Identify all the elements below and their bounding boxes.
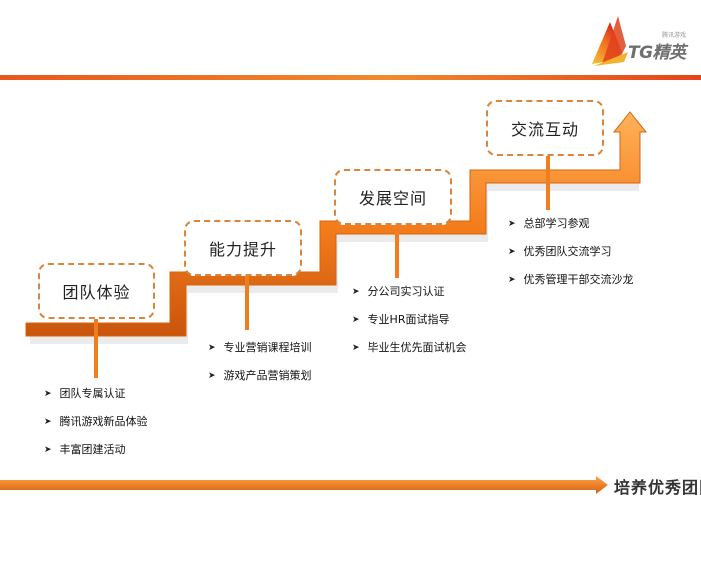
list-item: ➤专业营销课程培训 <box>208 334 312 362</box>
triangle-right-icon: ➤ <box>352 315 360 325</box>
triangle-right-icon: ➤ <box>508 247 516 257</box>
list-item: ➤优秀团队交流学习 <box>508 238 634 266</box>
stage-box-2: 能力提升 <box>184 220 302 276</box>
logo-subtitle: 腾讯游戏 <box>662 32 687 39</box>
list-item: ➤分公司实习认证 <box>352 278 467 306</box>
triangle-right-icon: ➤ <box>44 445 52 455</box>
triangle-right-icon: ➤ <box>208 343 216 353</box>
triangle-right-icon: ➤ <box>508 219 516 229</box>
list-item: ➤专业HR面试指导 <box>352 306 467 334</box>
stage-1-list: ➤团队专属认证 ➤腾讯游戏新品体验 ➤丰富团建活动 <box>44 380 148 464</box>
triangle-right-icon: ➤ <box>352 343 360 353</box>
list-item: ➤总部学习参观 <box>508 210 634 238</box>
triangle-right-icon: ➤ <box>44 417 52 427</box>
list-item: ➤团队专属认证 <box>44 380 148 408</box>
list-item: ➤毕业生优先面试机会 <box>352 334 467 362</box>
flame-logo-icon <box>592 16 628 66</box>
stage-4-list: ➤总部学习参观 ➤优秀团队交流学习 ➤优秀管理干部交流沙龙 <box>508 210 634 294</box>
list-item: ➤丰富团建活动 <box>44 436 148 464</box>
header-divider <box>0 75 701 80</box>
list-item: ➤游戏产品营销策划 <box>208 362 312 390</box>
triangle-right-icon: ➤ <box>208 371 216 381</box>
stage-box-3: 发展空间 <box>334 169 452 225</box>
stage-box-4: 交流互动 <box>486 100 604 156</box>
list-item: ➤优秀管理干部交流沙龙 <box>508 266 634 294</box>
triangle-right-icon: ➤ <box>352 287 360 297</box>
stage-2-list: ➤专业营销课程培训 ➤游戏产品营销策划 <box>208 334 312 390</box>
triangle-right-icon: ➤ <box>508 275 516 285</box>
triangle-right-icon: ➤ <box>44 389 52 399</box>
bottom-goal-label: 培养优秀团队 <box>614 478 701 497</box>
stage-3-list: ➤分公司实习认证 ➤专业HR面试指导 ➤毕业生优先面试机会 <box>352 278 467 362</box>
list-item: ➤腾讯游戏新品体验 <box>44 408 148 436</box>
stage-box-1: 团队体验 <box>38 263 155 319</box>
bottom-arrow <box>0 476 608 494</box>
logo-brand-text: TG精英 <box>628 43 686 63</box>
